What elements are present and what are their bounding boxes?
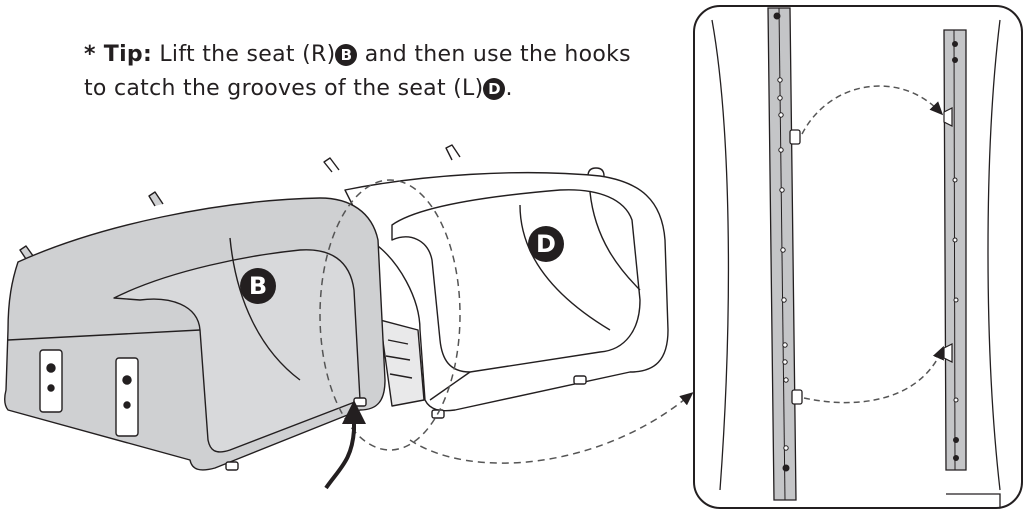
lift-arrow [324, 420, 356, 490]
detail-inset [693, 5, 1023, 509]
hook-area-highlight [319, 179, 461, 451]
tip-text: * Tip: Lift the seat (R)B and then use t… [84, 38, 684, 106]
upper-connect-arrow [801, 85, 944, 135]
tip-text-part-3: to catch the grooves of the seat (L) [84, 76, 484, 101]
seat-r-marker: B [240, 268, 276, 304]
upper-hook [789, 129, 801, 145]
lower-groove [943, 343, 953, 363]
seat-r-letter-badge: B [335, 44, 358, 66]
tip-text-part-4: . [505, 76, 513, 101]
lift-arrow-head [342, 400, 366, 424]
seat-l-letter-badge: D [483, 78, 506, 100]
seat-l-marker: D [528, 226, 564, 262]
tip-text-part-1: Lift the seat (R) [159, 42, 336, 67]
lower-connect-arrow [803, 345, 944, 404]
tip-text-part-2: and then use the hooks [364, 42, 631, 67]
lower-hook [791, 389, 803, 405]
seat-r-illustration [3, 191, 386, 471]
seat-l-illustration [323, 144, 669, 419]
upper-groove [943, 107, 953, 127]
tip-label: * Tip: [84, 42, 153, 67]
detail-leader-arrow [409, 392, 694, 464]
